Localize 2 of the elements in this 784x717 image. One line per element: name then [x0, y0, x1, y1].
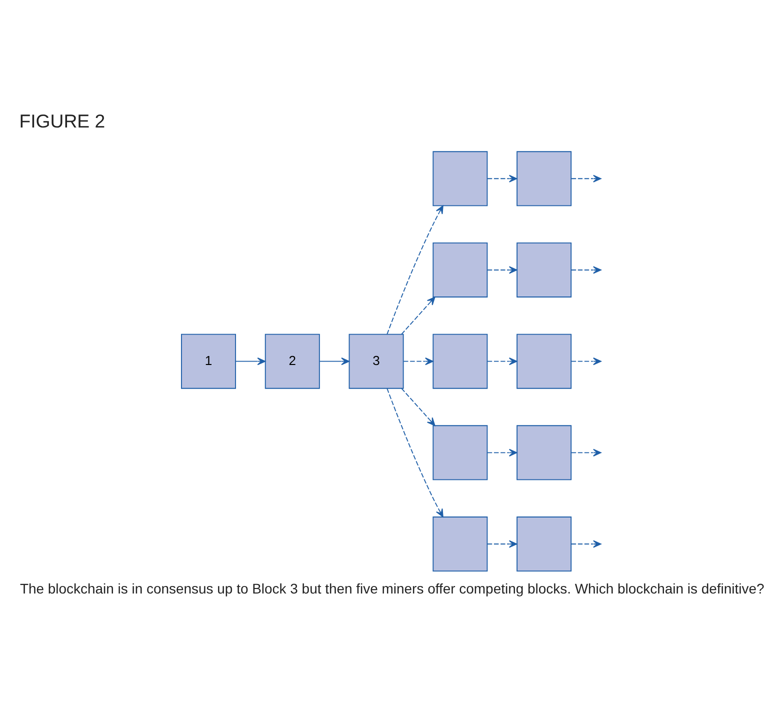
diagram-title: FIGURE 2: [19, 110, 106, 131]
caption: The blockchain is in consensus up to Block 3 but then five miners offer competing blocks. Which blockchain is definitive?: [20, 580, 764, 596]
